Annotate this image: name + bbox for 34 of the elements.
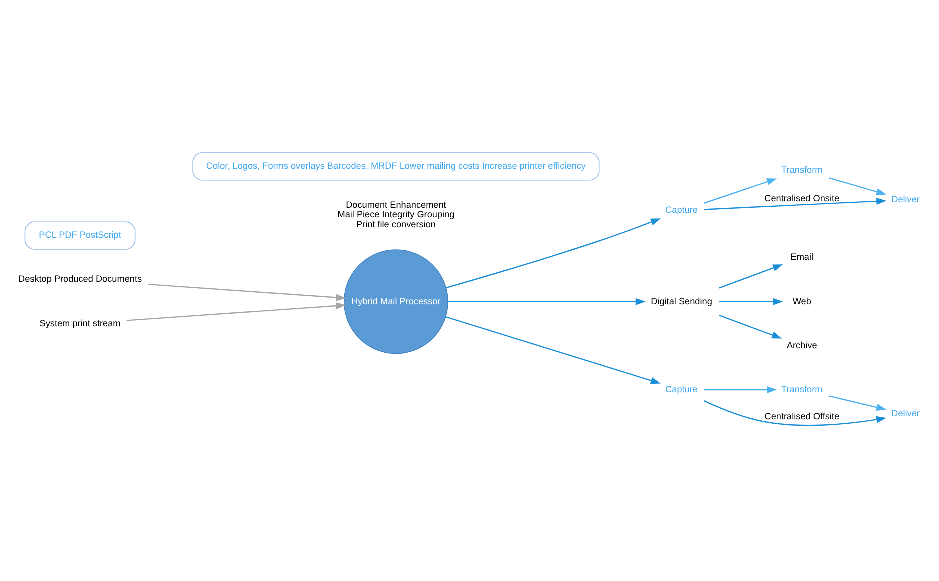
arrow [148,284,346,302]
node-text: Web [792,296,812,306]
node-text: Transform [782,384,823,394]
arrow [126,302,346,322]
arrow [704,198,887,210]
node-text: Archive [786,340,818,350]
arrow [446,218,662,289]
edge-label: Centralised Onsite [764,193,840,204]
arrow [448,298,646,306]
node-text: Capture [666,384,698,394]
node-circle: Hybrid Mail Processor [344,250,448,354]
node-text: Digital Sending [651,296,712,306]
node-label: Print file conversion [356,220,436,230]
arrow [719,298,784,306]
node-text: System print stream [40,318,121,328]
node-text: Desktop Produced Documents [18,274,142,284]
node-text: Deliver [892,408,920,419]
arrow [828,396,887,411]
arrow [719,315,782,339]
arrow [828,177,887,196]
arrow [719,264,784,289]
node-label: Document Enhancement [346,200,446,210]
node-text: Email [790,252,814,262]
node-box: Color, Logos, Forms overlays Barcodes, MRDF Lower mailing costs Increase printer efficiency [192,152,600,181]
arrow [704,386,778,394]
node-text: Deliver [892,194,920,204]
arrow [704,178,778,204]
node-text: Capture [666,205,698,216]
node-box: PCL PDF PostScript [24,222,136,250]
arrow [704,400,887,426]
node-label: Mail Piece Integrity Grouping [338,210,455,220]
arrow [446,316,661,384]
node-text: Transform [782,164,823,175]
edge-label: Centralised Offsite [764,411,840,422]
